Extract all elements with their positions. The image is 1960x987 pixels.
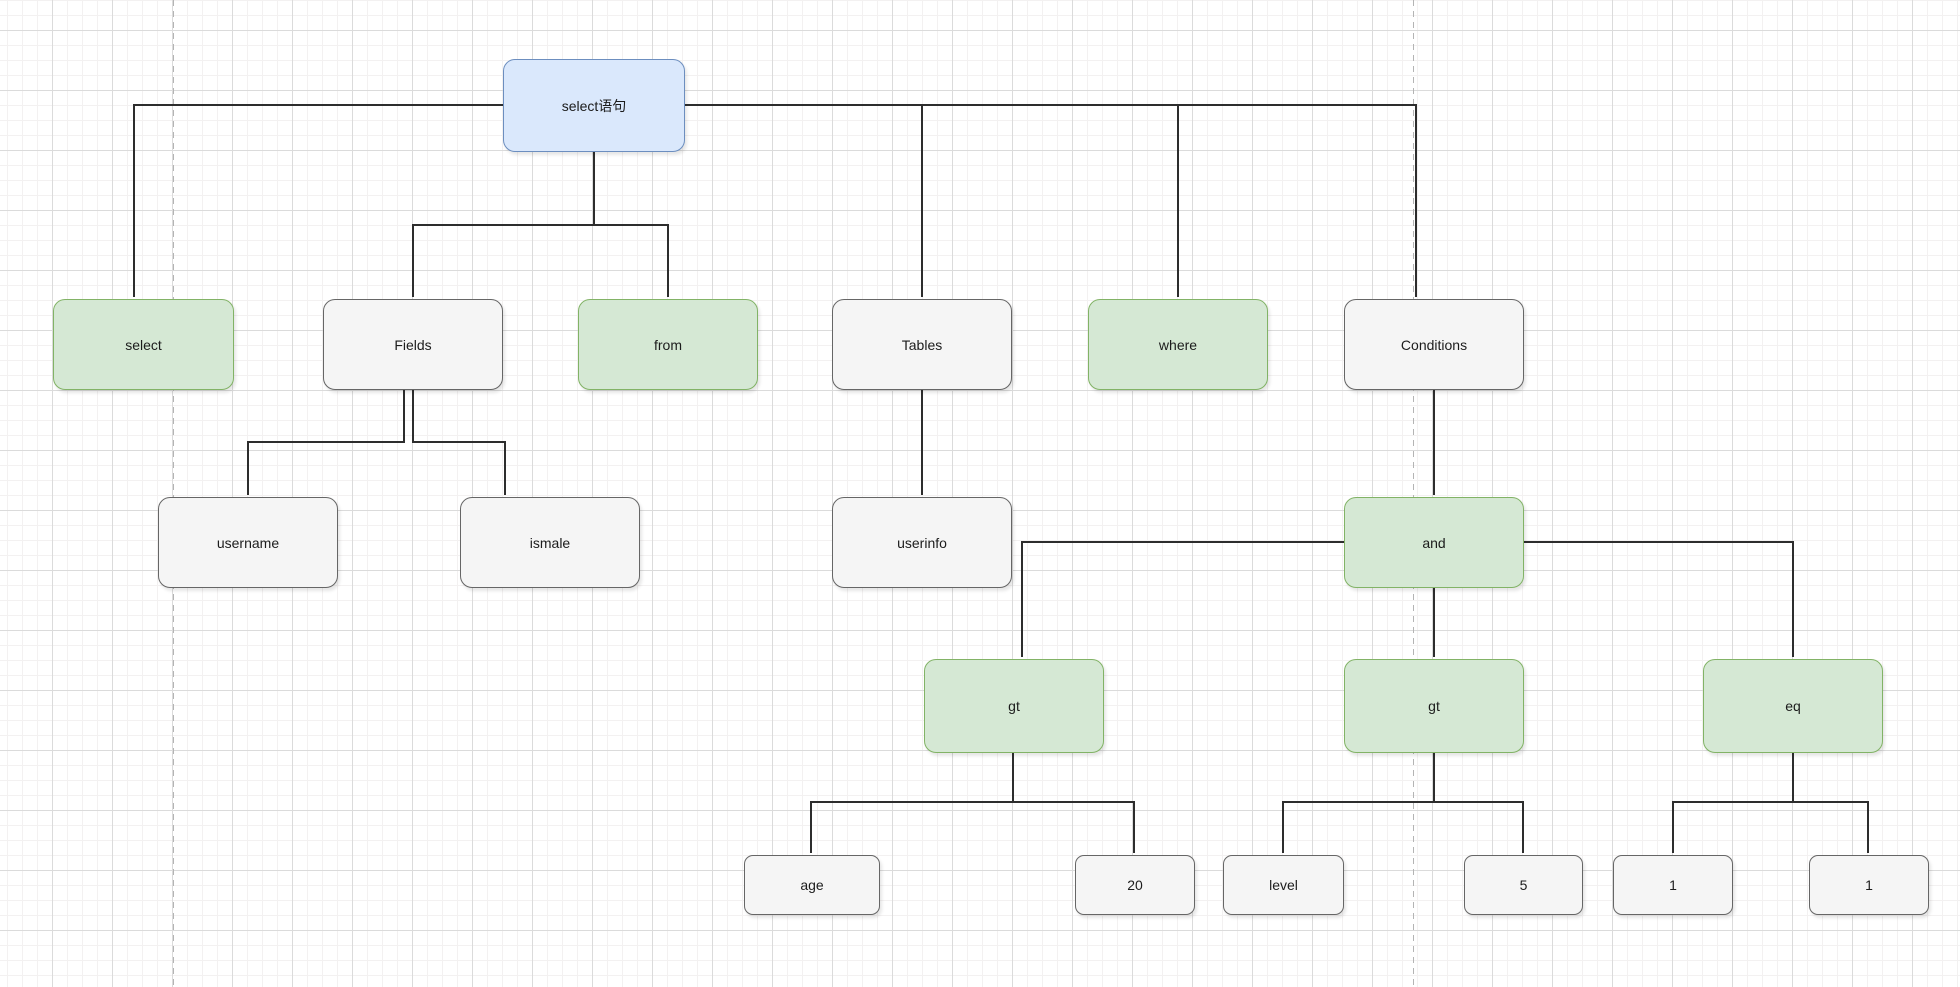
node-label-tables: Tables bbox=[901, 336, 943, 353]
edge-root-conditions[interactable] bbox=[685, 104, 1417, 297]
node-gt1[interactable]: gt bbox=[924, 659, 1104, 753]
node-gt2[interactable]: gt bbox=[1344, 659, 1524, 753]
node-label-n5: 5 bbox=[1519, 877, 1528, 893]
node-tables[interactable]: Tables bbox=[832, 299, 1012, 390]
node-label-n1b: 1 bbox=[1865, 877, 1873, 893]
node-and[interactable]: and bbox=[1344, 497, 1524, 588]
node-label-gt2: gt bbox=[1428, 698, 1440, 714]
node-label-root: select语句 bbox=[561, 97, 627, 114]
edge-fields-ismale[interactable] bbox=[412, 390, 506, 495]
node-label-username: username bbox=[216, 534, 280, 551]
node-label-userinfo: userinfo bbox=[897, 534, 947, 551]
edge-gt1-n20[interactable] bbox=[1012, 753, 1135, 853]
page-guide-2 bbox=[1413, 0, 1414, 987]
node-label-level: level bbox=[1269, 877, 1298, 893]
node-n1a[interactable]: 1 bbox=[1613, 855, 1733, 915]
node-label-n1a: 1 bbox=[1669, 877, 1677, 893]
node-level[interactable]: level bbox=[1223, 855, 1344, 915]
edge-gt1-age[interactable] bbox=[810, 753, 1014, 853]
node-label-conditions: Conditions bbox=[1400, 336, 1468, 353]
node-where[interactable]: where bbox=[1088, 299, 1268, 390]
node-conditions[interactable]: Conditions bbox=[1344, 299, 1524, 390]
node-userinfo[interactable]: userinfo bbox=[832, 497, 1012, 588]
edge-fields-username[interactable] bbox=[247, 390, 405, 495]
edge-root-select[interactable] bbox=[133, 104, 503, 297]
node-eq[interactable]: eq bbox=[1703, 659, 1883, 753]
node-label-n20: 20 bbox=[1127, 877, 1143, 893]
node-from[interactable]: from bbox=[578, 299, 758, 390]
node-root[interactable]: select语句 bbox=[503, 59, 685, 152]
edge-eq-n1a[interactable] bbox=[1672, 753, 1794, 853]
node-n5[interactable]: 5 bbox=[1464, 855, 1583, 915]
node-label-fields: Fields bbox=[394, 336, 432, 353]
node-label-and: and bbox=[1422, 534, 1446, 551]
node-fields[interactable]: Fields bbox=[323, 299, 503, 390]
node-label-from: from bbox=[654, 336, 682, 353]
node-n20[interactable]: 20 bbox=[1075, 855, 1195, 915]
edge-root-where[interactable] bbox=[685, 104, 1179, 297]
edge-and-gt1[interactable] bbox=[1021, 541, 1344, 657]
node-label-where: where bbox=[1158, 336, 1198, 353]
node-n1b[interactable]: 1 bbox=[1809, 855, 1929, 915]
edge-root-tables[interactable] bbox=[685, 104, 923, 297]
node-label-eq: eq bbox=[1785, 698, 1801, 714]
node-label-age: age bbox=[800, 877, 824, 893]
edge-gt2-level[interactable] bbox=[1282, 753, 1435, 853]
edge-gt2-n5[interactable] bbox=[1433, 753, 1524, 853]
edge-eq-n1b[interactable] bbox=[1792, 753, 1869, 853]
page-guide-1 bbox=[173, 0, 174, 987]
edge-and-eq[interactable] bbox=[1524, 541, 1794, 657]
node-label-ismale: ismale bbox=[529, 534, 571, 551]
node-label-gt1: gt bbox=[1008, 698, 1020, 714]
node-username[interactable]: username bbox=[158, 497, 338, 588]
edge-root-fields[interactable] bbox=[412, 152, 595, 297]
node-label-select: select bbox=[125, 336, 162, 353]
node-select[interactable]: select bbox=[53, 299, 234, 390]
node-age[interactable]: age bbox=[744, 855, 880, 915]
edge-root-from[interactable] bbox=[593, 152, 669, 297]
node-ismale[interactable]: ismale bbox=[460, 497, 640, 588]
